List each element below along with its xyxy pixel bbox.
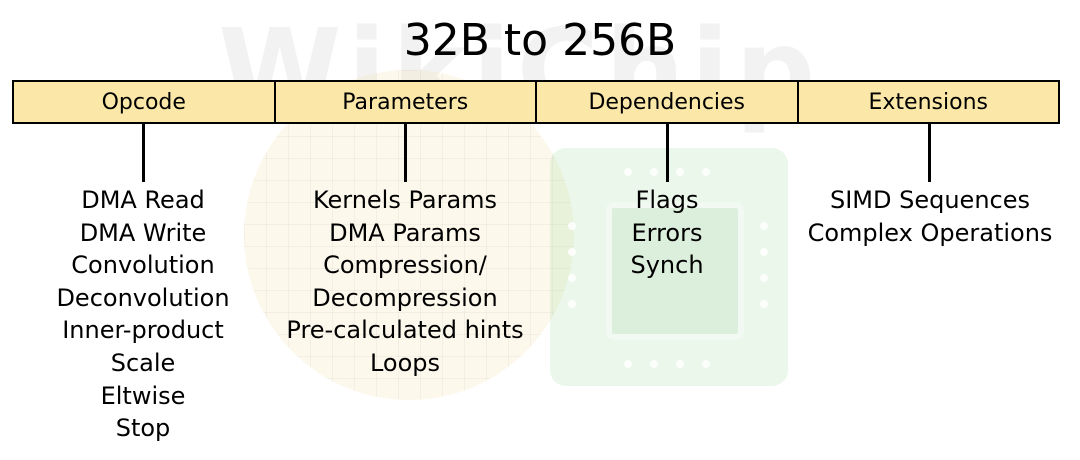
diagram-title: 32B to 256B (403, 15, 677, 66)
chip-pin-icon (676, 360, 684, 368)
chip-pin-icon (702, 360, 710, 368)
list-item: DMA Params (329, 218, 481, 247)
chip-pin-icon (568, 274, 576, 282)
opcode-items: DMA Read DMA Write Convolution Deconvolu… (12, 184, 274, 445)
list-item: Compression/ (323, 251, 487, 280)
list-item: Decompression (312, 283, 498, 312)
chip-pin-icon (568, 300, 576, 308)
list-item: Convolution (71, 251, 215, 280)
chip-pin-icon (624, 360, 632, 368)
chip-core-watermark-icon (606, 202, 744, 340)
list-item: Stop (115, 414, 171, 443)
extensions-connector-line (928, 124, 931, 182)
list-item: Eltwise (100, 381, 186, 410)
extensions-items: SIMD Sequences Complex Operations (798, 184, 1062, 249)
list-item: Flags (635, 186, 699, 214)
list-item: Deconvolution (56, 283, 230, 312)
chip-pin-icon (650, 360, 658, 368)
chip-pin-icon (760, 274, 768, 282)
chip-pin-icon (676, 168, 684, 176)
chip-pin-icon (760, 248, 768, 256)
list-item: Inner-product (62, 316, 224, 345)
chip-pin-icon (760, 300, 768, 308)
chip-watermark-icon (550, 148, 788, 386)
list-item: DMA Read (81, 186, 205, 214)
chip-pin-icon (702, 168, 710, 176)
dependencies-items: Flags Errors Synch (536, 184, 798, 282)
dependencies-connector-line (666, 124, 669, 182)
field-extensions: Extensions (868, 89, 988, 115)
wafer-watermark-icon (244, 70, 574, 400)
list-item: Scale (110, 348, 176, 377)
list-item: SIMD Sequences (829, 186, 1030, 214)
field-opcode: Opcode (14, 82, 276, 122)
instruction-format-bar: Opcode Parameters Dependencies Extension… (12, 80, 1060, 124)
chip-pin-icon (650, 168, 658, 176)
list-item: DMA Write (79, 218, 207, 247)
list-item: Errors (631, 218, 703, 247)
list-item: Pre-calculated hints (286, 316, 524, 345)
chip-pin-icon (624, 168, 632, 176)
field-parameters: Parameters (276, 82, 537, 122)
chip-pin-icon (760, 222, 768, 230)
opcode-connector-line (142, 124, 145, 182)
list-item: Loops (369, 348, 441, 377)
chip-pin-icon (568, 248, 576, 256)
list-item: Kernels Params (312, 186, 498, 214)
field-dependencies: Dependencies (537, 82, 799, 122)
chip-pin-icon (568, 222, 576, 230)
list-item: Synch (630, 251, 704, 280)
list-item: Complex Operations (807, 218, 1053, 247)
parameters-connector-line (404, 124, 407, 182)
parameters-items: Kernels Params DMA Params Compression/ D… (274, 184, 536, 380)
